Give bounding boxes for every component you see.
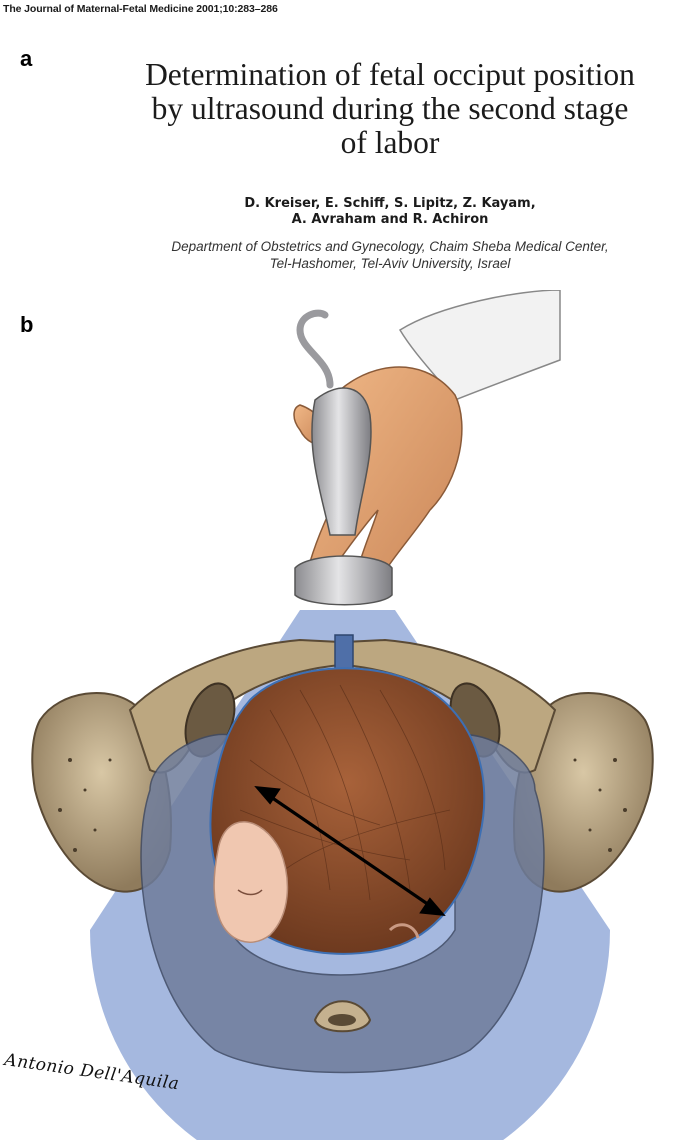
fetal-eye: [237, 889, 263, 896]
panel-label-a: a: [20, 46, 33, 71]
author-line: D. Kreiser, E. Schiff, S. Lipitz, Z. Kay…: [244, 196, 536, 211]
probe-head: [294, 555, 393, 606]
ultrasound-probe: [311, 387, 372, 536]
title-line: Determination of fetal occiput position: [145, 57, 635, 92]
title-line: by ultrasound during the second stage: [151, 91, 629, 126]
author-line: A. Avraham and R. Achiron: [291, 212, 489, 227]
fetal-face: [213, 821, 289, 943]
author-list: D. Kreiser, E. Schiff, S. Lipitz, Z. Kay…: [180, 196, 600, 228]
ultrasound-pelvis-illustration: [31, 290, 654, 1140]
probe-cable: [296, 309, 334, 389]
fetal-ear: [388, 923, 420, 939]
affiliation: Department of Obstetrics and Gynecology,…: [100, 238, 680, 272]
panel-label-b: b: [20, 312, 34, 337]
fetal-hair-texture: [239, 684, 451, 901]
journal-citation: The Journal of Maternal-Fetal Medicine 2…: [3, 3, 278, 15]
affiliation-line: Department of Obstetrics and Gynecology,…: [171, 239, 609, 254]
bone-texture: [58, 758, 627, 852]
pelvic-soft-tissue: [140, 733, 545, 1074]
article-title: Determination of fetal occiput position …: [100, 58, 680, 160]
pubic-symphysis: [334, 634, 354, 671]
examiner-sleeve: [398, 290, 561, 401]
diameter-arrow: [254, 786, 446, 916]
sacral-foramen: [328, 1014, 356, 1026]
affiliation-line: Tel-Hashomer, Tel-Aviv University, Israe…: [269, 256, 511, 271]
title-line: of labor: [340, 125, 440, 160]
